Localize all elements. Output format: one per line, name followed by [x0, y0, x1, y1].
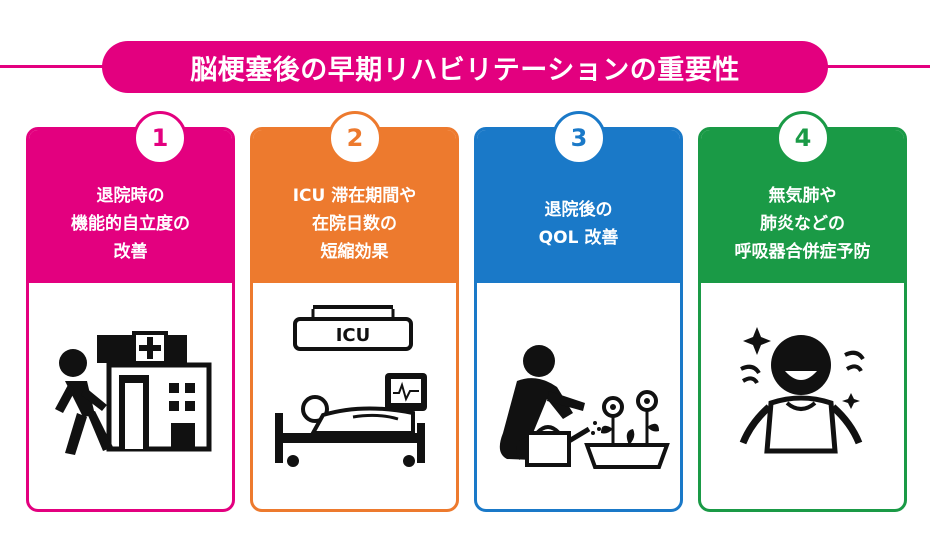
- icu-bed-patient-icon: ICU: [253, 283, 456, 509]
- header-line-left: [0, 65, 120, 68]
- card-functional-independence: 退院時の 機能的自立度の 改善: [26, 127, 235, 512]
- card-title: 退院後の QOL 改善: [538, 199, 619, 248]
- icu-sign-text: ICU: [336, 325, 371, 346]
- card-icu-stay-reduction: ICU 滞在期間や 在院日数の 短縮効果 ICU: [250, 127, 459, 512]
- card-number-3: 3: [552, 111, 606, 165]
- card-number-4: 4: [776, 111, 830, 165]
- header-line-right: [810, 65, 930, 68]
- card-title: 無気肺や 肺炎などの 呼吸器合併症予防: [734, 185, 871, 262]
- card-qol-improvement: 退院後の QOL 改善: [474, 127, 683, 512]
- patient-leaving-hospital-icon: [29, 283, 232, 509]
- happy-breathing-person-icon: [701, 283, 904, 509]
- gardening-person-icon: [477, 283, 680, 509]
- card-respiratory-complication-prevention: 無気肺や 肺炎などの 呼吸器合併症予防: [698, 127, 907, 512]
- card-number-1: 1: [133, 111, 187, 165]
- card-number-2: 2: [328, 111, 382, 165]
- page-title: 脳梗塞後の早期リハビリテーションの重要性: [102, 41, 828, 93]
- card-title: ICU 滞在期間や 在院日数の 短縮効果: [292, 185, 417, 262]
- card-header: 退院時の 機能的自立度の 改善: [29, 130, 232, 283]
- card-title: 退院時の 機能的自立度の 改善: [71, 185, 190, 262]
